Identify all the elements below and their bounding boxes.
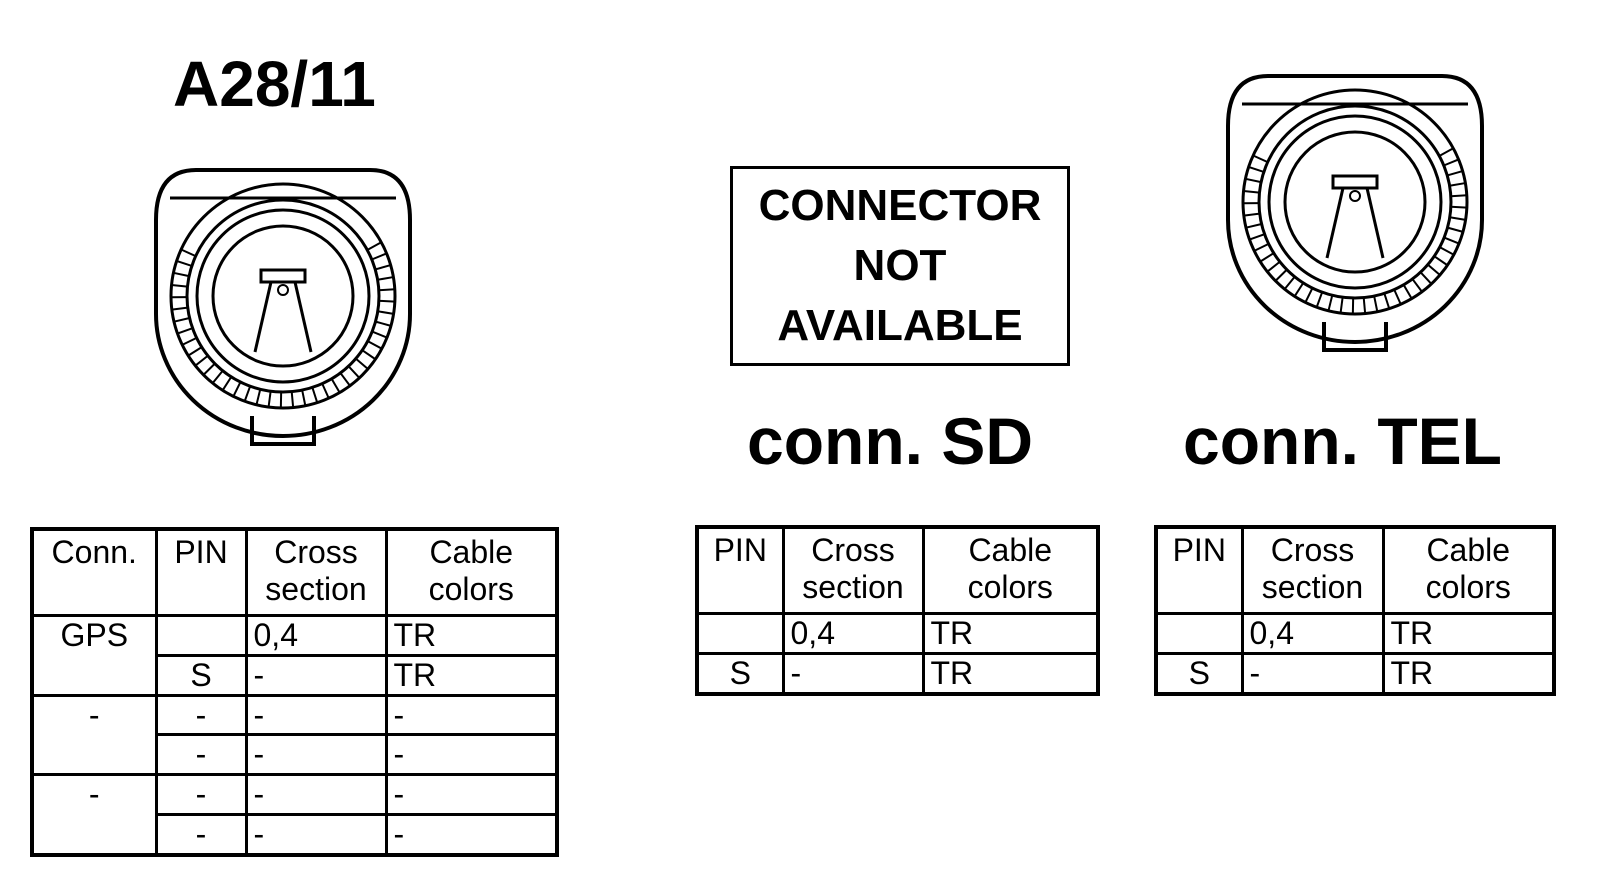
coax-connector-a28-icon [154,168,412,446]
cable-color-cell: - [384,812,559,857]
pin-cell [695,612,785,655]
pin-cell: - [154,733,248,777]
cable-color-cell: - [384,773,559,816]
cross-section-cell: - [244,812,388,857]
table-row: 0,4 TR [695,612,1100,655]
table-row: S - TR [1154,651,1556,696]
cross-section-cell: - [244,653,388,697]
header-cell: PIN [154,527,248,617]
pin-cell [154,614,248,657]
pin-cell: S [154,653,248,697]
conn-cell: - [30,693,158,777]
table-row: 0,4 TR [1154,612,1556,655]
cable-color-cell: TR [1381,612,1556,655]
pin-cell: S [695,651,785,696]
pin-cell: - [154,693,248,737]
not-available-line-2: NOT [853,241,947,290]
table-row: - - - - [30,773,559,857]
cross-section-cell: - [244,693,388,737]
cross-section-cell: - [1240,651,1385,696]
connector-not-available-box: CONNECTOR NOT AVAILABLE [730,166,1070,366]
not-available-line-3: AVAILABLE [777,301,1023,350]
cable-color-cell: TR [384,614,559,657]
cable-color-cell: TR [921,651,1100,696]
cable-color-cell: - [384,693,559,737]
cross-section-cell: 0,4 [781,612,925,655]
conn-cell: GPS [30,614,158,697]
header-cell: Conn. [30,527,158,617]
cable-color-cell: TR [384,653,559,697]
header-cell: PIN [695,525,785,615]
connector-title-a28: A28/11 [173,48,376,120]
header-cell: PIN [1154,525,1244,615]
table-row: S - TR [32,653,559,697]
table-row: - - - [32,733,559,777]
table-row: GPS 0,4 TR [30,614,559,697]
connector-title-tel: conn. TEL [1183,404,1502,478]
pin-cell: - [154,812,248,857]
cable-color-cell: TR [921,612,1100,655]
coax-connector-tel-icon [1226,74,1484,352]
cross-section-cell: 0,4 [244,614,388,657]
pin-cell: S [1154,651,1244,696]
cross-section-cell: 0,4 [1240,612,1385,655]
table-row: - - - [32,812,559,857]
cross-section-cell: - [244,773,388,816]
table-row: S - TR [695,651,1100,696]
cross-section-cell: - [781,651,925,696]
connector-title-sd: conn. SD [747,404,1034,478]
table-row: - - - - [30,693,559,777]
cable-color-cell: - [384,733,559,777]
cable-color-cell: TR [1381,651,1556,696]
pin-cell [1154,612,1244,655]
not-available-line-1: CONNECTOR [758,181,1042,230]
conn-cell: - [30,773,158,857]
pin-cell: - [154,773,248,816]
cross-section-cell: - [244,733,388,777]
